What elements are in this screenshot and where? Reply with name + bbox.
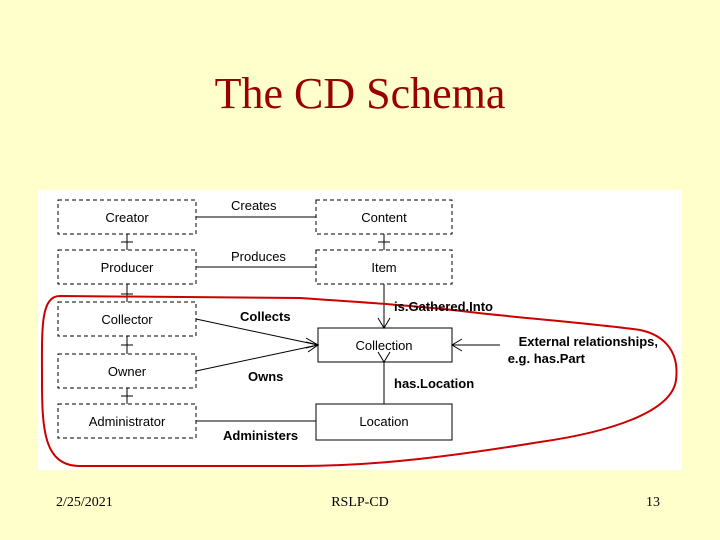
location-label: Location	[359, 414, 408, 429]
collector-label: Collector	[101, 312, 153, 327]
content-label: Content	[361, 210, 407, 225]
owns-line	[195, 344, 319, 372]
external-note-line1: External relationships,	[519, 334, 658, 349]
owner-label: Owner	[108, 364, 147, 379]
producer-label: Producer	[101, 260, 154, 275]
produces-label: Produces	[231, 249, 286, 264]
has-location-label: has.Location	[394, 376, 474, 391]
diagram-panel	[38, 190, 682, 470]
collects-label: Collects	[240, 309, 291, 324]
highlight-outline	[40, 294, 678, 467]
is-gathered-into-label: is.Gathered.Into	[394, 299, 493, 314]
administrator-label: Administrator	[89, 414, 166, 429]
collection-label: Collection	[355, 338, 412, 353]
item-label: Item	[371, 260, 396, 275]
footer-date: 2/25/2021	[56, 495, 113, 510]
collects-line	[195, 318, 319, 346]
creates-label: Creates	[231, 198, 277, 213]
page-number: 13	[646, 495, 660, 510]
owns-label: Owns	[248, 369, 283, 384]
creator-label: Creator	[105, 210, 149, 225]
administers-label: Administers	[223, 428, 298, 443]
slide-title: The CD Schema	[214, 69, 506, 118]
footer-center-text: RSLP-CD	[331, 495, 389, 510]
external-note-line2: e.g. has.Part	[508, 351, 586, 366]
